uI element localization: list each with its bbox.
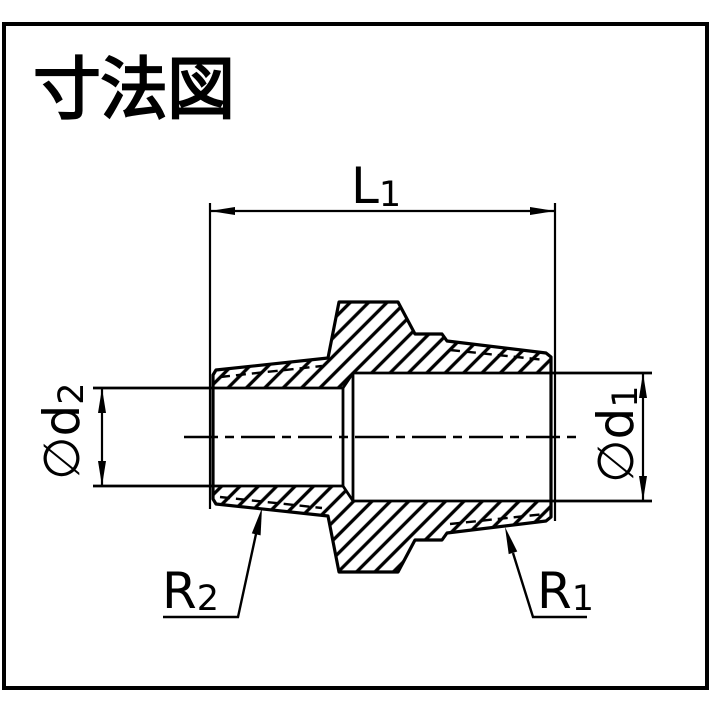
d2-arrow-bottom (98, 461, 106, 486)
d2-arrow-top (98, 388, 106, 413)
bore-lines (93, 371, 652, 503)
bore-step-chamfer (341, 372, 355, 502)
d1-arrow-top (639, 373, 647, 398)
L1-arrow-left (210, 207, 235, 215)
hatch-upper-region (213, 302, 551, 388)
drawing-frame (2, 22, 709, 690)
d2-label: ∅d2 (33, 382, 92, 480)
d1-arrow-bottom (639, 476, 647, 501)
R1-label: R1 (537, 562, 594, 620)
R1-leader-line (511, 552, 587, 619)
R2-leader-line (163, 533, 258, 619)
left-thread-root-bottom (219, 495, 323, 510)
L1-extension-lines (208, 203, 557, 521)
leader-R2: R2 (162, 508, 262, 620)
d1-label: ∅d1 (587, 385, 646, 483)
page-title: 寸法図 (33, 51, 234, 130)
dimension-d2: ∅d2 (33, 382, 106, 486)
L1-label: L1 (351, 157, 401, 215)
R1-leader-arrow (505, 527, 518, 555)
fitting-outline (211, 300, 553, 574)
thread-root-lines (219, 348, 546, 526)
dimension-L1: L1 (208, 157, 557, 521)
section-hatching (213, 302, 551, 572)
hatch-lower-region (213, 486, 551, 572)
left-thread-root-top (219, 364, 323, 379)
R2-leader-arrow (251, 508, 262, 536)
R2-label: R2 (162, 562, 219, 620)
L1-arrow-right (530, 207, 555, 215)
leader-R1: R1 (505, 527, 594, 620)
dimension-d1: ∅d1 (587, 373, 647, 501)
